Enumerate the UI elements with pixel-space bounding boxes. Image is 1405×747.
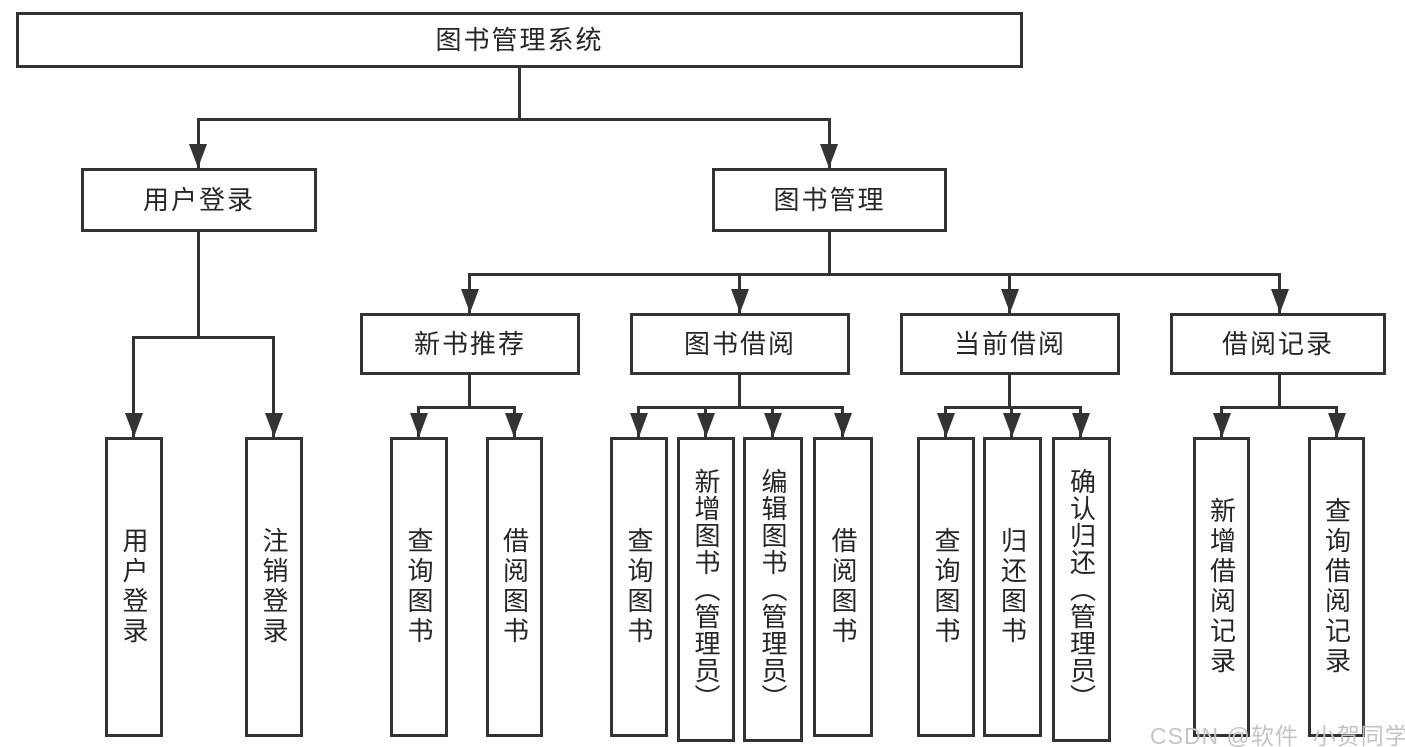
node-book-mgmt: 图书管理 [712, 168, 947, 232]
arrow-down-bb-query [630, 413, 648, 437]
connector-root-stub [518, 68, 521, 118]
arrow-down-leaf-user-login [125, 413, 143, 437]
arrow-down-bb-edit [764, 413, 782, 437]
arrow-down-bb-add [697, 413, 715, 437]
node-user-login: 用户登录 [81, 168, 317, 232]
arrow-down-cb-query [937, 413, 955, 437]
node-leaf-cb-confirm-return: 确认归还（管理员） [1052, 437, 1111, 742]
node-leaf-br-query-record: 查询借阅记录 [1308, 437, 1365, 737]
arrow-down-br-add [1213, 413, 1231, 437]
arrow-down-user-login [189, 144, 207, 168]
connector-current-borrow-branch [944, 406, 1082, 409]
arrow-down-cb-return [1003, 413, 1021, 437]
connector-borrow-records-branch [1220, 406, 1337, 409]
node-leaf-logout: 注销登录 [245, 437, 303, 737]
connector-level1-branch [197, 118, 831, 121]
node-root: 图书管理系统 [16, 12, 1023, 68]
arrow-down-current-borrow [1001, 289, 1019, 313]
arrow-down-br-query [1328, 413, 1346, 437]
connector-borrow-records-stub [1278, 375, 1281, 406]
node-leaf-user-login: 用户登录 [105, 437, 163, 737]
arrow-down-leaf-logout [265, 413, 283, 437]
connector-book-borrow-branch [637, 406, 844, 409]
node-current-borrow: 当前借阅 [900, 313, 1120, 375]
node-leaf-bb-borrow-books: 借阅图书 [813, 437, 873, 737]
arrow-down-nb-query [410, 413, 428, 437]
connector-book-borrow-stub [738, 375, 741, 406]
node-leaf-cb-return-books: 归还图书 [983, 437, 1042, 737]
node-leaf-cb-query-books: 查询图书 [917, 437, 975, 737]
connector-leaf-user-login-shaft [132, 336, 135, 437]
connector-book-mgmt-stub [828, 232, 831, 273]
node-leaf-br-add-record: 新增借阅记录 [1193, 437, 1250, 737]
connector-book-mgmt-shaft [828, 118, 831, 168]
node-leaf-bb-add-books: 新增图书（管理员） [677, 437, 735, 742]
connector-new-book-stub [468, 375, 471, 406]
arrow-down-nb-borrow [505, 413, 523, 437]
node-leaf-bb-query-books: 查询图书 [610, 437, 668, 737]
arrow-down-new-book [461, 289, 479, 313]
node-leaf-bb-edit-books: 编辑图书（管理员） [743, 437, 803, 742]
node-borrow-records: 借阅记录 [1170, 313, 1386, 375]
connector-user-login-branch [132, 336, 275, 339]
arrow-down-book-mgmt [820, 144, 838, 168]
arrow-down-bb-borrow [834, 413, 852, 437]
connector-leaf-logout-shaft [272, 336, 275, 437]
connector-new-book-branch [417, 406, 516, 409]
arrow-down-borrow-records [1271, 289, 1289, 313]
arrow-down-cb-confirm [1072, 413, 1090, 437]
connector-user-login-shaft [197, 118, 200, 168]
arrow-down-book-borrow [731, 289, 749, 313]
node-book-borrow: 图书借阅 [630, 313, 850, 375]
connector-level3-branch [469, 273, 1281, 276]
node-leaf-nb-query-books: 查询图书 [390, 437, 448, 737]
connector-user-login-stub [197, 232, 200, 336]
node-new-book-rec: 新书推荐 [360, 313, 580, 375]
node-leaf-nb-borrow-books: 借阅图书 [486, 437, 543, 737]
connector-current-borrow-stub [1008, 375, 1011, 406]
watermark: CSDN @软件_小贺同学 [1150, 723, 1405, 747]
